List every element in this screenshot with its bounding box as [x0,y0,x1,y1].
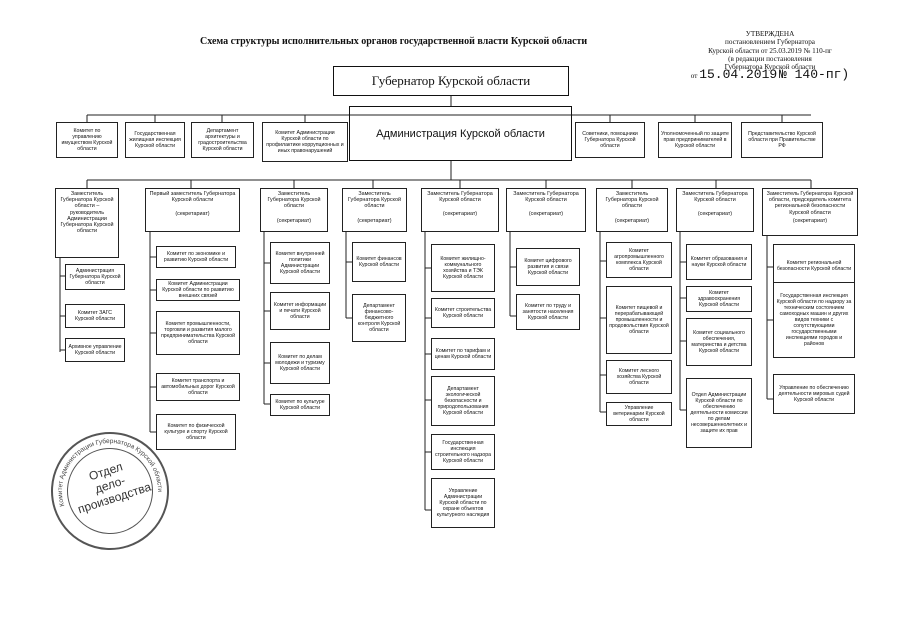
secretariat-label: (секретариат) [614,217,650,224]
approval-date-prefix: от [690,72,698,81]
unit-c3-3: Комитет по делам молодежи и туризму Курс… [270,342,330,384]
unit-c8-1: Комитет образования и науки Курской обла… [686,244,752,280]
top-unit-advisers: Советники, помощники Губернатора Курской… [575,122,645,158]
unit-c5-1: Комитет жилищно-коммунального хозяйства … [431,244,495,292]
approval-date: 15.04.2019 [699,67,778,83]
deputy-head-text: Заместитель Губернатора Курской области,… [766,191,854,216]
unit-c5-2: Комитет строительства Курской области [431,298,495,328]
unit-c9-1: Комитет региональной безопасности Курско… [773,244,855,288]
unit-c2-1: Комитет по экономике и развитию Курской … [156,246,236,268]
unit-c7-1: Комитет агропромышленного комплекса Курс… [606,242,672,278]
top-unit-property: Комитет по управлению имуществом Курской… [56,122,118,158]
unit-c5-6: Управление Администрации Курской области… [431,478,495,528]
approval-line-4: (в редакции постановления [728,54,812,63]
deputy-head-text: Заместитель Губернатора Курской области … [60,191,114,235]
deputy-head-9: Заместитель Губернатора Курской области,… [762,188,858,236]
unit-c2-3: Комитет промышленности, торговли и разви… [156,311,240,355]
secretariat-label: (секретариат) [697,211,733,218]
unit-c5-5: Государственная инспекция строительного … [431,434,495,470]
approval-block: УТВЕРЖДЕНА постановлением Губернатора Ку… [690,30,850,81]
unit-c2-4: Комитет транспорта и автомобильных дорог… [156,373,240,401]
approval-number: № 140 [779,67,819,83]
unit-c2-2: Комитет Администрации Курской области по… [156,279,240,301]
approval-line-3: Курской области от 25.03.2019 № 110-пг [708,46,832,55]
secretariat-label: (секретариат) [528,211,564,218]
unit-c5-4: Департамент экологической безопасности и… [431,376,495,426]
top-unit-representation: Представительство Курской области при Пр… [741,122,823,158]
unit-c5-3: Комитет по тарифам и ценам Курской облас… [431,338,495,370]
approval-suffix: -пг) [818,67,850,83]
unit-c7-3: Комитет лесного хозяйства Курской област… [606,360,672,394]
deputy-head-6: Заместитель Губернатора Курской области … [506,188,586,232]
secretariat-label: (секретариат) [792,217,828,224]
deputy-head-5: Заместитель Губернатора Курской области … [421,188,499,232]
secretariat-label: (секретариат) [276,217,312,224]
deputy-head-4: Заместитель Губернатора Курской области … [342,188,407,232]
approval-line-5: Губернатора Курской области [724,63,816,72]
governor-box: Губернатор Курской области [333,66,569,96]
approval-line-1: УТВЕРЖДЕНА [745,30,795,38]
approval-line-6: от 15.04.2019 № 140-пг) [690,68,850,81]
unit-c2-5: Комитет по физической культуре и спорту … [156,414,236,450]
unit-c3-2: Комитет информации и печати Курской обла… [270,292,330,330]
unit-c9-3: Управление по обеспечению деятельности м… [773,374,855,414]
deputy-head-8: Заместитель Губернатора Курской области … [676,188,754,232]
unit-c6-1: Комитет цифрового развития и связи Курск… [516,248,580,286]
deputy-head-2: Первый заместитель Губернатора Курской о… [145,188,240,232]
deputy-head-1: Заместитель Губернатора Курской области … [55,188,119,258]
deputy-head-3: Заместитель Губернатора Курской области … [260,188,328,232]
deputy-head-text: Заместитель Губернатора Курской области [682,191,748,204]
secretariat-label: (секретариат) [175,211,210,218]
document-title: Схема структуры исполнительных органов г… [200,36,588,47]
unit-c8-4: Отдел Администрации Курской области по о… [686,378,752,448]
top-unit-architecture: Департамент архитектуры и градостроитель… [191,122,254,158]
deputy-head-7: Заместитель Губернатора Курской области … [596,188,668,232]
deputy-head-text: Заместитель Губернатора Курской области [513,191,579,204]
unit-c8-3: Комитет социального обеспечения, материн… [686,318,752,366]
secretariat-label: (секретариат) [442,211,478,218]
unit-c8-2: Комитет здравоохранения Курской области [686,286,752,312]
top-unit-ombudsman: Уполномоченный по защите прав предприним… [658,122,732,158]
deputy-head-text: Заместитель Губернатора Курской области [605,191,659,210]
unit-c4-2: Департамент финансово-бюджетного контрол… [352,294,406,342]
unit-c3-1: Комитет внутренней политики Администраци… [270,242,330,284]
administration-box: Администрация Курской области [349,106,572,161]
unit-c1-1: Администрация Губернатора Курской област… [65,264,125,290]
deputy-head-text: Заместитель Губернатора Курской области [267,191,321,210]
approval-line-2: постановлением Губернатора [725,38,815,47]
unit-c9-2: Государственная инспекция Курской област… [773,282,855,358]
secretariat-label: (секретариат) [357,217,392,224]
unit-c3-4: Комитет по культуре Курской области [270,394,330,416]
unit-c1-2: Комитет ЗАГС Курской области [65,304,125,328]
deputy-head-text: Первый заместитель Губернатора Курской о… [149,191,236,204]
unit-c7-2: Комитет пищевой и перерабатывающей промы… [606,286,672,354]
deputy-head-text: Заместитель Губернатора Курской области [427,191,493,204]
top-unit-housing-inspection: Государственная жилищная инспекция Курск… [125,122,185,158]
unit-c7-4: Управление ветеринарии Курской области [606,402,672,426]
top-unit-anticorruption: Комитет Администрации Курской области по… [262,122,348,162]
unit-c1-3: Архивное управление Курской области [65,338,125,362]
deputy-head-text: Заместитель Губернатора Курской области [348,191,401,210]
unit-c4-1: Комитет финансов Курской области [352,242,406,282]
unit-c6-2: Комитет по труду и занятости населения К… [516,294,580,330]
